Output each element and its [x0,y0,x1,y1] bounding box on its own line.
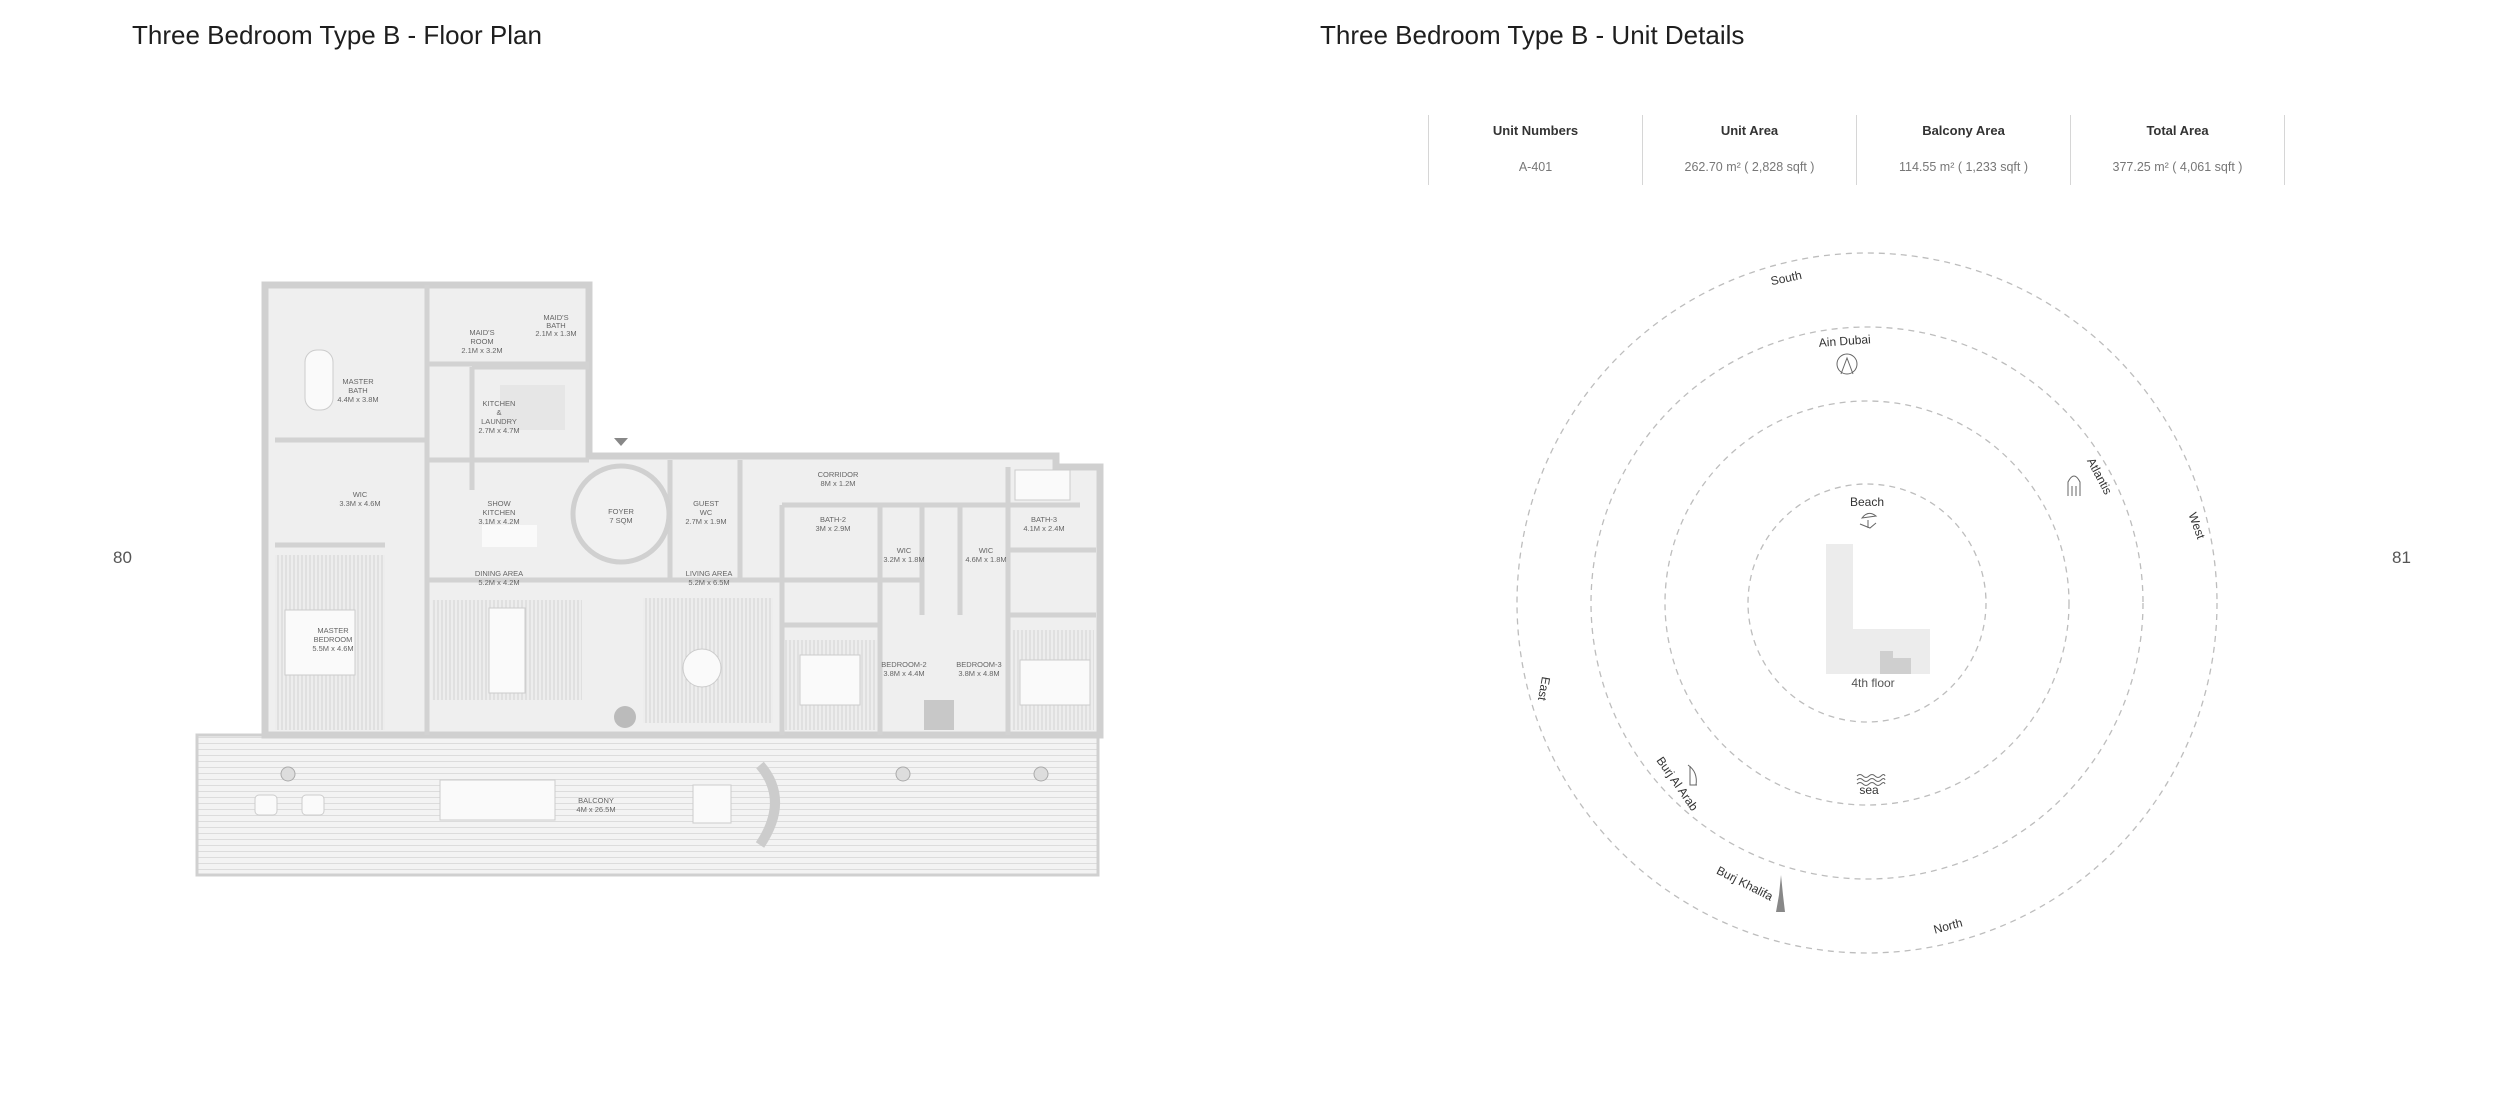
unit-details-title: Three Bedroom Type B - Unit Details [1320,20,1745,50]
direction-labels: South West North East [1535,268,2208,937]
landmark-atlantis: Atlantis [2084,455,2115,496]
table-header: Balcony Area [1922,123,2005,138]
view-diagram [1516,252,2218,954]
table-header: Unit Numbers [1492,123,1579,138]
direction-north: North [1932,916,1964,937]
landmark-sea: sea [1859,783,1879,797]
entrance-arrow-icon [614,438,628,446]
burj-khalifa-icon [1776,875,1785,912]
floor-plan-title: Three Bedroom Type B - Floor Plan [132,20,542,50]
table-cell: 114.55 m² ( 1,233 sqft ) [1899,160,2028,174]
table-column-balcony-area: Balcony Area 114.55 m² ( 1,233 sqft ) [1856,115,2070,185]
interior-walls [275,285,1096,735]
table-header: Total Area [2146,123,2209,138]
ring-inner [1747,483,1987,723]
building-footprint [1826,544,1930,674]
landmark-beach: Beach [1850,495,1884,509]
balcony-deck [195,733,1100,877]
burj-al-arab-icon [1687,764,1697,786]
ring-2 [1590,326,2144,880]
ferris-wheel-icon [1836,353,1858,375]
table-cell: 262.70 m² ( 2,828 sqft ) [1684,160,1815,174]
landmark-burj-al-arab: Burj Al Arab [1654,754,1702,814]
foyer-circle [570,463,672,565]
beach-umbrella-icon [1859,512,1878,529]
direction-west: West [2186,510,2209,541]
unit-highlight [1880,651,1911,674]
direction-south: South [1769,268,1803,288]
sea-waves-icon [1856,774,1886,786]
landmark-labels: Ain Dubai Atlantis Beach sea Burj Al Ara… [1654,332,2115,904]
landmark-burj-khalifa: Burj Khalifa [1714,863,1775,903]
table-cell: A-401 [1518,160,1553,174]
table-cell: 377.25 m² ( 4,061 sqft ) [2112,160,2243,174]
table-column-unit-numbers: Unit Numbers A-401 [1428,115,1642,185]
table-header: Unit Area [1720,123,1779,138]
page-number-left: 80 [113,548,132,567]
table-column-unit-area: Unit Area 262.70 m² ( 2,828 sqft ) [1642,115,1856,185]
furniture [254,349,1094,848]
page-number-right: 81 [2392,548,2411,567]
ring-3 [1664,400,2070,806]
atlantis-icon [2067,475,2081,496]
ring-outer [1516,252,2218,954]
table-column-total-area: Total Area 377.25 m² ( 4,061 sqft ) [2070,115,2285,185]
landmark-ain-dubai: Ain Dubai [1818,332,1871,350]
direction-east: East [1535,676,1553,703]
unit-details-table: Unit Numbers A-401 Unit Area 262.70 m² (… [1428,115,2285,185]
floor-label: 4th floor [1851,676,1894,690]
